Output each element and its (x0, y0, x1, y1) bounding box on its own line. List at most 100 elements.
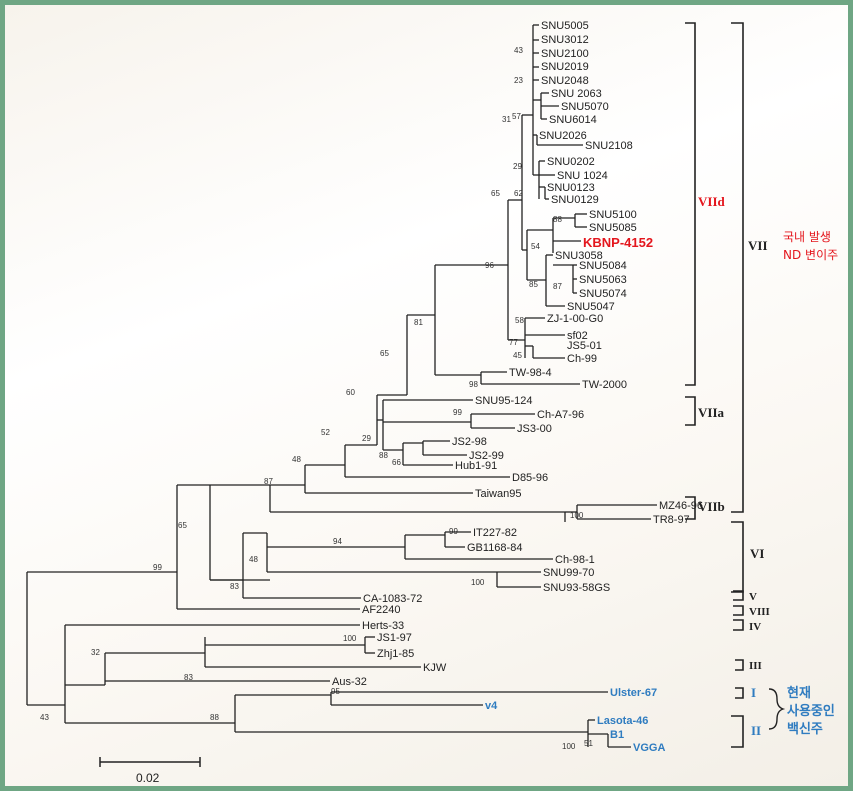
annotation-line: 국내 발생 (783, 230, 831, 244)
leaf-label: Lasota-46 (597, 715, 648, 727)
annotation-line: 백신주 (787, 722, 823, 737)
leaf-label: IT227-82 (473, 527, 517, 539)
bootstrap-value: 65 (380, 349, 389, 358)
bootstrap-value: 23 (514, 76, 523, 85)
annotation-line: 현재 (787, 685, 811, 701)
leaf-label: JS2-99 (469, 450, 504, 462)
leaf-label: sf02 (567, 330, 588, 342)
bootstrap-value: 43 (40, 713, 49, 722)
leaf-label: SNU5070 (561, 101, 609, 113)
leaf-label: SNU2048 (541, 75, 589, 87)
bootstrap-value: 100 (471, 578, 485, 587)
scale-bar: 0.02 (99, 757, 201, 785)
leaf-label: GB1168-84 (467, 542, 522, 554)
leaf-label: TR8-97 (653, 514, 690, 526)
leaf-label: JS3-00 (517, 423, 552, 435)
leaf-label: Ch-A7-96 (537, 409, 584, 421)
bootstrap-value: 88 (553, 215, 562, 224)
bootstrap-value: 52 (321, 428, 330, 437)
leaf-label: SNU3012 (541, 34, 589, 46)
bootstrap-value: 48 (292, 455, 301, 464)
leaf-label: TW-2000 (582, 379, 627, 391)
bracket-vii (731, 22, 744, 513)
bootstrap-value: 88 (379, 451, 388, 460)
bootstrap-value: 96 (485, 261, 494, 270)
leaf-label: JS5-01 (567, 340, 602, 352)
leaf-label: SNU5100 (589, 209, 637, 221)
tree-branches (26, 24, 657, 748)
bootstrap-value: 51 (584, 739, 593, 748)
leaf-label: MZ46-96 (659, 500, 703, 512)
leaf-label: SNU3058 (555, 250, 603, 262)
bootstrap-value: 95 (331, 687, 340, 696)
group-label-i: I (751, 685, 756, 700)
leaf-label: TW-98-4 (509, 367, 552, 379)
bracket-iv (733, 619, 744, 631)
bootstrap-value: 87 (553, 282, 562, 291)
leaf-label: SNU95-124 (475, 395, 532, 407)
bootstrap-value: 54 (531, 242, 540, 251)
bootstrap-value: 43 (514, 46, 523, 55)
leaf-label: SNU5084 (579, 260, 627, 272)
group-label-ii: II (751, 723, 761, 738)
leaf-label: Taiwan95 (475, 488, 521, 500)
bootstrap-value: 65 (178, 521, 187, 530)
bootstrap-value: 29 (513, 162, 522, 171)
bootstrap-value: 81 (414, 318, 423, 327)
bootstrap-value: 94 (333, 537, 342, 546)
group-brackets (685, 22, 744, 748)
bootstrap-value: 60 (346, 388, 355, 397)
bootstrap-value: 100 (343, 634, 357, 643)
leaf-label: AF2240 (362, 604, 401, 616)
bootstrap-value: 32 (91, 648, 100, 657)
leaf-label: SNU0123 (547, 182, 595, 194)
leaf-label: Zhj1-85 (377, 648, 414, 660)
bracket-v (733, 590, 744, 601)
leaf-label: Ch-98-1 (555, 554, 595, 566)
bootstrap-value: 77 (509, 338, 518, 347)
leaf-label: ZJ-1-00-G0 (547, 313, 603, 325)
vaccine-brace (768, 688, 786, 730)
bootstrap-value: 87 (264, 477, 273, 486)
leaf-label: SNU2026 (539, 130, 587, 142)
bracket-viid (685, 22, 696, 386)
leaf-label: KBNP-4152 (583, 235, 653, 250)
bootstrap-value: 100 (570, 511, 584, 520)
bootstrap-value: 85 (529, 280, 538, 289)
group-label-viii: VIII (749, 606, 770, 618)
leaf-label: SNU2100 (541, 48, 589, 60)
group-label-viid: VIId (698, 194, 726, 209)
leaf-label: SNU0129 (551, 194, 599, 206)
bracket-ii (731, 715, 744, 748)
bootstrap-value: 88 (210, 713, 219, 722)
bootstrap-value: 48 (249, 555, 258, 564)
leaf-label: SNU0202 (547, 156, 595, 168)
group-label-v: V (749, 591, 757, 603)
bootstrap-value: 62 (514, 189, 523, 198)
vaccine-annotation: 현재 사용중인 백신주 (787, 685, 835, 737)
bootstrap-value: 57 (512, 112, 521, 121)
annotation-line: 사용중인 (787, 703, 835, 719)
bracket-vi (731, 521, 744, 593)
bootstrap-value: 83 (184, 673, 193, 682)
group-label-iii: III (749, 660, 762, 672)
leaf-label: SNU 2063 (551, 88, 602, 100)
leaf-label: VGGA (633, 742, 665, 754)
leaf-label: SNU5005 (541, 20, 589, 32)
scale-bar-label: 0.02 (136, 771, 160, 785)
leaf-label: B1 (610, 729, 624, 741)
bracket-viib (685, 496, 696, 520)
bootstrap-values: 43 23 31 57 29 65 62 88 54 85 87 58 77 4… (40, 46, 593, 751)
leaf-label: SNU2108 (585, 140, 633, 152)
bootstrap-value: 100 (562, 742, 576, 751)
bootstrap-value: 98 (469, 380, 478, 389)
bootstrap-value: 31 (502, 115, 511, 124)
leaf-label: JS2-98 (452, 436, 487, 448)
leaf-label: SNU93-58GS (543, 582, 610, 594)
leaf-labels: SNU5005 SNU3012 SNU2100 SNU2019 SNU2048 … (332, 20, 703, 754)
bootstrap-value: 29 (362, 434, 371, 443)
leaf-label: Hub1-91 (455, 460, 497, 472)
bracket-viii (733, 605, 744, 616)
group-label-iv: IV (749, 621, 761, 633)
